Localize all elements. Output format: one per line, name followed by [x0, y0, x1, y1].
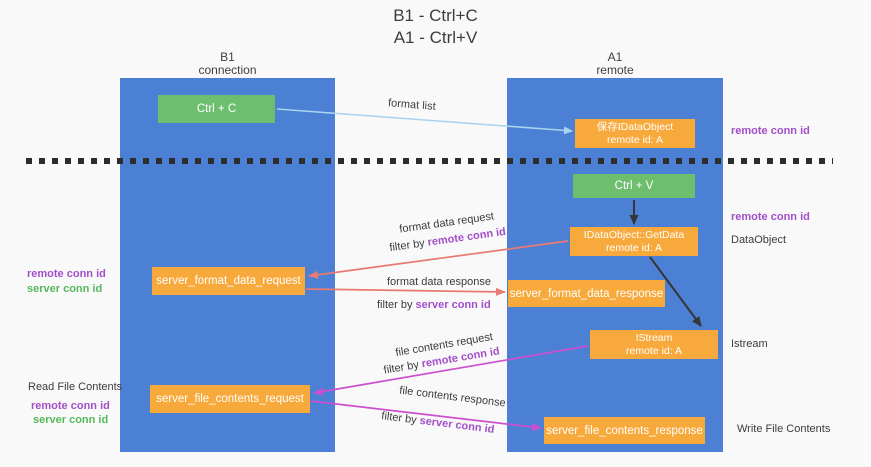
read-file-contents-label: Read File Contents: [28, 381, 123, 393]
title-line-1: B1 - Ctrl+C: [393, 6, 478, 25]
node-saved-dataobject: 保存IDataObject remote id: A: [575, 119, 695, 148]
getdata-line1: IDataObject::GetData: [583, 228, 685, 241]
format-data-response-arrow: [305, 287, 506, 296]
format-list-label: format list: [387, 97, 437, 113]
node-ctrl-v: Ctrl + V: [573, 174, 695, 198]
lane-a1-name: A1: [607, 50, 623, 64]
filter-by-text: filter by: [377, 299, 416, 311]
filter-by-text: filter by: [388, 236, 429, 255]
server-conn-id-text: server conn id: [415, 299, 491, 311]
server-format-data-response-label: server_format_data_response: [509, 287, 664, 300]
right-remote-conn-id-label: remote conn id: [731, 125, 810, 137]
dataobject-label: DataObject: [731, 234, 787, 246]
filter-by-text: filter by: [380, 410, 421, 427]
ctrl-v-label: Ctrl + V: [614, 180, 654, 192]
left-server-conn-id-label: server conn id: [27, 283, 103, 295]
istream-line2: remote id: A: [625, 344, 683, 357]
server-conn-id-text: server conn id: [418, 414, 496, 436]
node-server-file-contents-request: server_file_contents_request: [150, 385, 310, 413]
istream-side-label: Istream: [731, 338, 768, 350]
node-idataobject-getdata: IDataObject::GetData remote id: A: [570, 227, 698, 256]
lane-header-b1: B1 connection: [120, 51, 335, 77]
left-server-conn-id-label-2: server conn id: [33, 414, 109, 426]
getdata-line2: remote id: A: [605, 241, 663, 254]
node-ctrl-c: Ctrl + C: [158, 95, 275, 123]
saved-dataobject-line2: remote id: A: [606, 133, 664, 146]
write-file-contents-label: Write File Contents: [737, 423, 831, 435]
lane-header-a1: A1 remote: [507, 51, 723, 77]
file-contents-response-filter-label: filter by server conn id: [381, 410, 495, 436]
filter-by-text: filter by: [382, 358, 423, 377]
node-server-format-data-response: server_format_data_response: [508, 280, 665, 307]
server-file-contents-request-label: server_file_contents_request: [156, 393, 304, 405]
server-format-data-request-label: server_format_data_request: [156, 275, 301, 287]
saved-dataobject-line1: 保存IDataObject: [596, 120, 674, 133]
left-remote-conn-id-label-2: remote conn id: [31, 400, 110, 412]
server-file-contents-response-label: server_file_contents_response: [546, 424, 703, 437]
phase-separator-line: [26, 158, 833, 164]
lane-b1-name: B1: [220, 50, 235, 64]
format-data-response-label: format data response: [387, 276, 491, 288]
format-data-response-filter-label: filter by server conn id: [377, 299, 491, 311]
lane-b1-role: connection: [198, 63, 257, 77]
title-line-2: A1 - Ctrl+V: [393, 28, 478, 47]
lane-a1-role: remote: [596, 63, 634, 77]
right-remote-conn-id-label-2: remote conn id: [731, 211, 810, 223]
node-istream: IStream remote id: A: [590, 330, 718, 359]
file-contents-response-label: file contents response: [398, 384, 507, 410]
left-remote-conn-id-label: remote conn id: [27, 268, 106, 280]
node-server-file-contents-response: server_file_contents_response: [544, 417, 705, 444]
ctrl-c-label: Ctrl + C: [196, 103, 237, 115]
diagram-title: B1 - Ctrl+C A1 - Ctrl+V: [0, 5, 871, 49]
node-server-format-data-request: server_format_data_request: [152, 267, 305, 295]
istream-line1: IStream: [635, 331, 673, 344]
